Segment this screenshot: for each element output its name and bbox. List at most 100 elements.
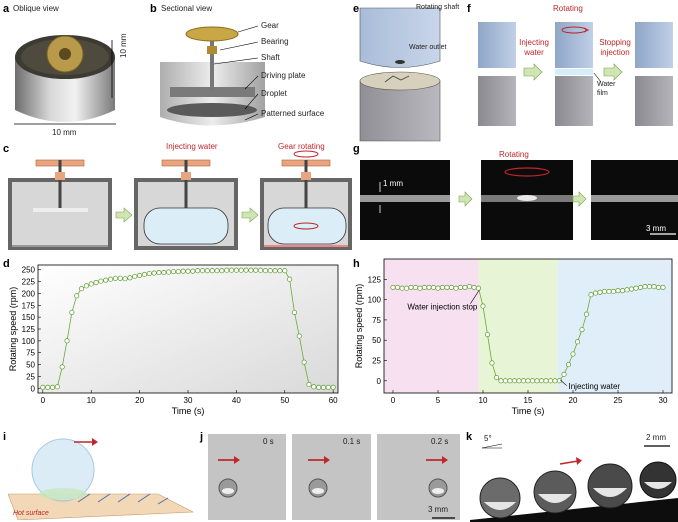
panel-d-label: d [3, 258, 10, 270]
panel-f-label: f [467, 3, 471, 15]
x-tick-label: 0 [391, 396, 396, 405]
data-point [444, 284, 450, 290]
data-point [228, 267, 235, 273]
label-j-t0: 0 s [263, 437, 274, 446]
data-point [204, 268, 210, 274]
data-point [466, 284, 473, 290]
panel-c-schematic [8, 150, 352, 250]
data-point [141, 271, 148, 278]
x-tick-label: 15 [524, 396, 533, 405]
x-axis-label: Time (s) [512, 406, 545, 416]
data-point [306, 381, 312, 388]
x-tick-label: 25 [614, 396, 623, 405]
data-point [316, 384, 322, 390]
label-bearing: Bearing [261, 37, 289, 46]
panel-i-label: i [3, 431, 7, 443]
x-tick-label: 60 [329, 396, 338, 405]
data-point [480, 303, 486, 309]
y-tick-label: 225 [22, 278, 36, 287]
label-patterned-surface: Patterned surface [261, 109, 325, 118]
data-point [258, 267, 264, 273]
label-driving-plate: Driving plate [261, 71, 306, 80]
data-point [412, 284, 419, 290]
data-point [127, 275, 133, 281]
panel-e-schematic [359, 7, 441, 142]
data-point [592, 290, 599, 296]
data-point [74, 293, 80, 299]
data-point [633, 285, 639, 291]
data-point [547, 378, 554, 384]
data-point [151, 270, 157, 276]
data-point [195, 268, 201, 274]
panel-a-title: Oblique view [13, 4, 59, 13]
data-point [579, 327, 585, 333]
data-point [277, 268, 283, 274]
data-point [408, 284, 414, 290]
label-rotating-shaft: Rotating shaft [416, 4, 460, 11]
x-tick-label: 20 [135, 396, 144, 405]
data-point [311, 384, 317, 390]
data-point [399, 285, 405, 291]
label-j-scale: 3 mm [428, 505, 448, 514]
chart-band [557, 259, 672, 393]
data-point [597, 289, 603, 295]
data-point [462, 284, 468, 290]
data-point [646, 284, 653, 290]
data-point [83, 283, 89, 289]
data-point [209, 268, 215, 274]
data-point [651, 284, 657, 290]
y-tick-label: 175 [22, 301, 36, 310]
data-point [525, 378, 531, 384]
data-point [390, 284, 396, 290]
annotation-water-injection-stop: Water injection stop [407, 302, 478, 311]
x-tick-label: 10 [479, 396, 488, 405]
x-axis-label: Time (s) [172, 406, 205, 416]
data-point [137, 272, 143, 278]
panel-a-label: a [3, 3, 10, 15]
data-point [624, 287, 630, 293]
chart-background [38, 265, 338, 393]
label-shaft: Shaft [261, 53, 280, 62]
label-f-stopping: Stopping injection [599, 38, 631, 57]
panel-j-images [208, 434, 460, 520]
data-point [199, 268, 206, 274]
data-point [45, 384, 51, 390]
y-tick-label: 250 [22, 266, 36, 275]
label-j-t1: 0.1 s [343, 437, 361, 446]
data-point [453, 285, 459, 291]
data-point [190, 268, 196, 274]
dim-width: 10 mm [52, 128, 77, 137]
label-f-injecting: Injecting water [519, 38, 549, 57]
label-c-injecting: Injecting water [166, 142, 218, 151]
x-tick-label: 10 [87, 396, 96, 405]
data-point [166, 269, 172, 275]
data-point [394, 284, 401, 290]
label-g-scale: 3 mm [646, 224, 666, 233]
panel-b-render [160, 25, 265, 126]
data-point [426, 284, 432, 290]
label-f-water-film: Water film [597, 81, 616, 97]
x-tick-label: 20 [569, 396, 578, 405]
panel-g-label: g [353, 143, 360, 155]
data-point [507, 378, 513, 384]
data-point [516, 378, 522, 384]
data-point [282, 268, 288, 274]
data-point [628, 286, 635, 292]
x-tick-label: 50 [280, 396, 289, 405]
data-point [78, 286, 85, 292]
label-k-scale: 2 mm [646, 433, 666, 442]
label-gear: Gear [261, 21, 279, 30]
data-point [637, 284, 644, 290]
data-point [484, 331, 491, 338]
data-point [330, 384, 336, 390]
data-point [489, 360, 495, 366]
data-point [502, 378, 509, 384]
data-point [498, 378, 504, 384]
data-point [538, 378, 545, 384]
chart-band [478, 259, 558, 393]
annotation-injecting-water: Injecting water [569, 382, 621, 391]
data-point [615, 288, 621, 294]
panel-b-label: b [150, 3, 157, 15]
y-tick-label: 200 [22, 289, 36, 298]
x-tick-label: 5 [436, 396, 441, 405]
